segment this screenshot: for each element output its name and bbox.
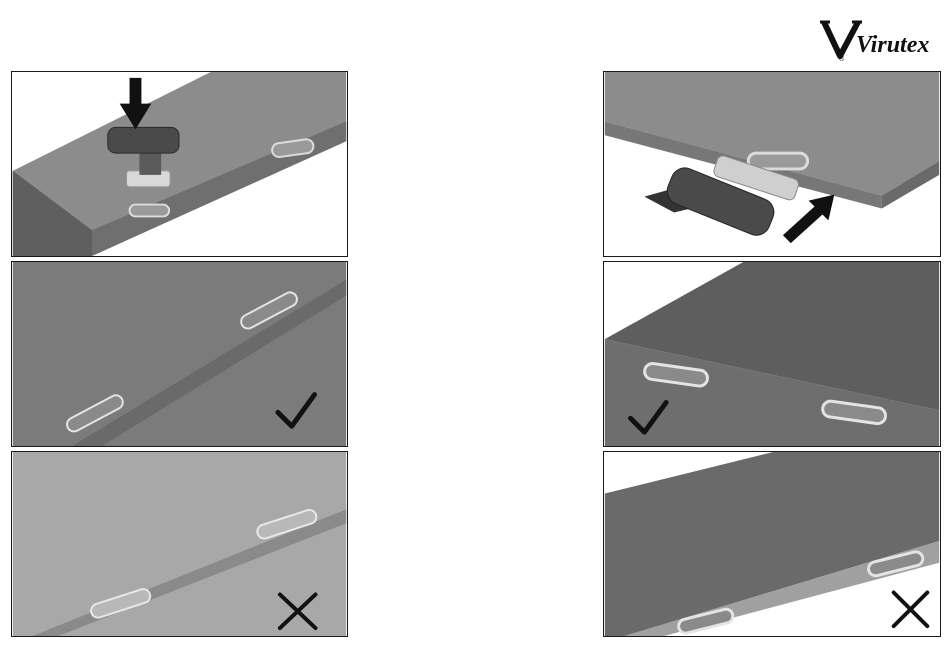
board-illustration bbox=[12, 452, 347, 636]
panel-insert-connector-side bbox=[603, 71, 941, 257]
panel-edge-panel-incorrect bbox=[603, 451, 941, 637]
virutex-logo: Virutex ® bbox=[818, 16, 942, 62]
panel-insert-connector-top bbox=[11, 71, 348, 257]
connector-head bbox=[108, 127, 179, 153]
board-illustration bbox=[604, 262, 940, 446]
cross-mark-icon bbox=[894, 592, 928, 626]
board-illustration bbox=[12, 262, 347, 446]
arrow-diagonal-icon bbox=[783, 195, 834, 243]
board-top-surface bbox=[605, 452, 939, 636]
logo-wordmark: Virutex bbox=[856, 32, 929, 58]
connector-slot bbox=[130, 205, 170, 217]
logo-v-glyph bbox=[824, 22, 858, 56]
logo-registered-mark: ® bbox=[839, 55, 845, 62]
panel-flat-panel-correct bbox=[11, 261, 348, 447]
board-illustration bbox=[604, 72, 940, 256]
board-illustration bbox=[12, 72, 347, 256]
board-illustration bbox=[604, 452, 940, 636]
panel-flat-panel-incorrect bbox=[11, 451, 348, 637]
panel-edge-panel-correct bbox=[603, 261, 941, 447]
